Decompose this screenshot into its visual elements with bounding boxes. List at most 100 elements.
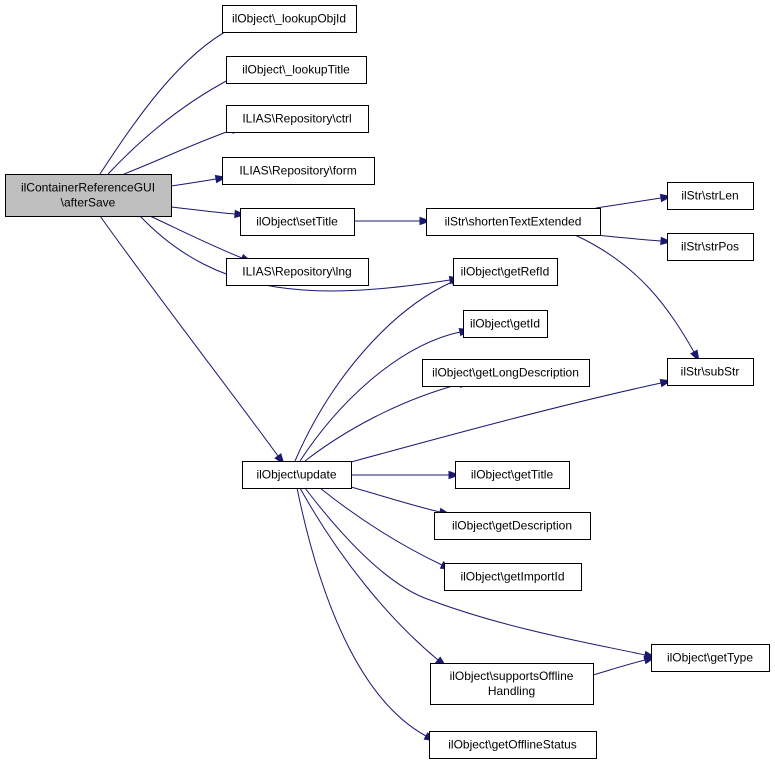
node-strLen[interactable]: ilStr\strLen [667, 182, 754, 210]
node-getOffline[interactable]: ilObject\getOfflineStatus [429, 731, 597, 759]
node-root[interactable]: ilContainerReferenceGUI\afterSave [5, 174, 172, 217]
edge-line [319, 487, 443, 566]
node-box [667, 358, 754, 386]
node-label-line: ilObject\getLongDescription [432, 366, 579, 380]
edge-line [107, 77, 233, 175]
node-getTitle[interactable]: ilObject\getTitle [455, 461, 570, 489]
edge-line [350, 486, 441, 513]
node-label-line: ilObject\getTitle [471, 468, 554, 482]
edge-line [595, 234, 662, 242]
node-getImportId[interactable]: ilObject\getImportId [444, 563, 582, 591]
node-label-line: ilObject\getOfflineStatus [448, 738, 577, 752]
node-box [242, 461, 352, 489]
node-label-line: ilContainerReferenceGUI [21, 181, 155, 195]
node-box [455, 461, 570, 489]
edge-root-to-setTitle [170, 206, 247, 219]
edge-line [294, 281, 453, 462]
edge-update-to-getOffline [296, 487, 437, 742]
edge-update-to-getTitle [350, 470, 461, 480]
node-lng[interactable]: ILIAS\Repository\lng [226, 258, 369, 286]
edge-setTitle-to-shorten [354, 216, 432, 226]
node-label-line: ilObject\getDescription [452, 519, 572, 533]
edge-line [139, 215, 451, 292]
node-update[interactable]: ilObject\update [242, 461, 352, 489]
edge-arrowhead [660, 236, 673, 246]
edge-line [350, 382, 662, 463]
node-getDesc[interactable]: ilObject\getDescription [434, 512, 591, 540]
node-label-line: ilObject\_lookupTitle [242, 63, 350, 77]
node-label-line: ilObject\setTitle [256, 215, 338, 229]
edge-line [170, 178, 217, 187]
node-getId[interactable]: ilObject\getId [463, 310, 548, 338]
edge-line [296, 487, 427, 737]
node-label-line: ilObject\_lookupObjId [232, 12, 346, 26]
node-box [667, 233, 754, 261]
edge-line [99, 215, 279, 457]
node-label-line: \afterSave [61, 196, 116, 210]
node-label-line: ilStr\strLen [681, 189, 738, 203]
node-box [240, 208, 355, 236]
edge-supportsOffline-to-getType [592, 656, 657, 676]
node-label-line: ilObject\getRefId [461, 265, 550, 279]
node-subStr[interactable]: ilStr\subStr [667, 358, 754, 386]
edge-line [123, 129, 233, 175]
node-box [226, 105, 369, 133]
node-box [429, 731, 597, 759]
node-label-line: ILIAS\Repository\lng [242, 265, 351, 279]
edge-update-to-getDesc [350, 486, 452, 516]
edge-root-to-form [170, 174, 228, 187]
node-box [651, 644, 770, 672]
edge-line [299, 487, 439, 661]
node-box [430, 663, 594, 705]
edge-update-to-supportsOffline [299, 487, 447, 668]
edge-root-to-lookupObjId [99, 22, 243, 175]
node-setTitle[interactable]: ilObject\setTitle [240, 208, 355, 236]
node-lookupTitle[interactable]: ilObject\_lookupTitle [226, 56, 367, 84]
edge-update-to-getImportId [319, 487, 453, 570]
node-label-line: ilObject\getId [470, 317, 540, 331]
node-lookupObjId[interactable]: ilObject\_lookupObjId [222, 5, 357, 33]
node-label-line: ilObject\supportsOffline [450, 669, 574, 683]
edge-line [299, 331, 461, 462]
node-getLongDesc[interactable]: ilObject\getLongDescription [422, 359, 590, 387]
edge-line [595, 197, 662, 209]
edge-shorten-to-strLen [595, 193, 673, 209]
node-getRefId[interactable]: ilObject\getRefId [453, 258, 558, 286]
node-box [426, 208, 601, 236]
edges-layer [99, 22, 700, 742]
node-box [222, 157, 375, 185]
edge-arrowhead [419, 216, 432, 226]
edge-line [304, 487, 646, 656]
edge-line [99, 27, 233, 175]
node-box [422, 359, 590, 387]
node-box [463, 310, 548, 338]
node-label-line: ILIAS\Repository\form [239, 164, 356, 178]
node-label-line: ilStr\subStr [681, 365, 740, 379]
edge-line [149, 215, 243, 259]
nodes-layer: ilContainerReferenceGUI\afterSave ilObjec… [5, 5, 770, 759]
node-box [667, 182, 754, 210]
node-box [5, 174, 172, 217]
node-box [226, 56, 367, 84]
node-getType[interactable]: ilObject\getType [651, 644, 770, 672]
edge-line [170, 206, 236, 215]
node-box [222, 5, 357, 33]
node-label-line: Handling [488, 684, 535, 698]
edge-update-to-getId [299, 327, 472, 462]
node-label-line: ilObject\update [256, 468, 336, 482]
node-label-line: ilObject\getImportId [460, 570, 564, 584]
node-label-line: ilObject\getType [667, 651, 753, 665]
node-box [444, 563, 582, 591]
node-label-line: ilStr\strPos [681, 240, 739, 254]
node-strPos[interactable]: ilStr\strPos [667, 233, 754, 261]
node-form[interactable]: ILIAS\Repository\form [222, 157, 375, 185]
node-box [453, 258, 558, 286]
node-box [226, 258, 369, 286]
node-shorten[interactable]: ilStr\shortenTextExtended [426, 208, 601, 236]
node-ctrl[interactable]: ILIAS\Repository\ctrl [226, 105, 369, 133]
edge-root-to-update [99, 215, 285, 466]
edge-update-to-subStr [350, 378, 673, 463]
edge-shorten-to-strPos [595, 234, 673, 246]
